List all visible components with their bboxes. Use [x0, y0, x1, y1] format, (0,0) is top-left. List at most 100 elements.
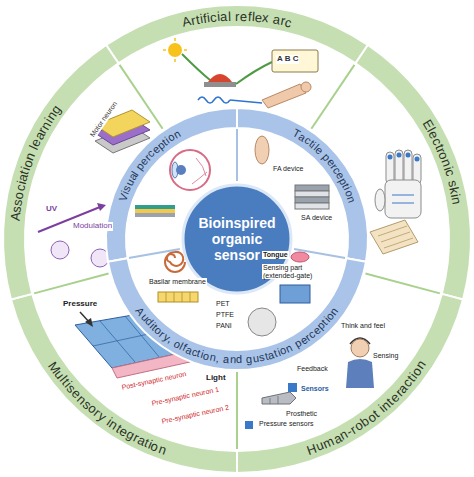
eye-illustration-part [135, 213, 175, 217]
reflex-arc-illustration-part [182, 54, 210, 80]
annotation-label: Modulation [72, 222, 113, 231]
glyph: e [254, 10, 262, 24]
annotation-label: PET [215, 300, 231, 308]
eye-illustration-part [192, 158, 207, 184]
glyph: e [240, 9, 248, 22]
annotation-label: Pre-synaptic neuron 1 [150, 385, 221, 407]
ring-sector: Association learning [1, 43, 121, 302]
annotation-label: A B C [276, 55, 299, 64]
sector-dividers [34, 65, 440, 449]
eye-illustration-part [176, 165, 186, 175]
divider-line [365, 273, 439, 293]
sector-band [11, 294, 237, 473]
sector-shape [235, 291, 466, 475]
annotation-label: Light [205, 374, 227, 383]
glove-illustration-part [370, 220, 418, 254]
glyph: d [236, 354, 242, 365]
reflex-arc-illustration-part [174, 59, 176, 62]
annotation-label: FA device [272, 165, 304, 173]
glove-illustration-part [378, 226, 413, 248]
annotation-label: SA device [300, 214, 333, 222]
glove-illustration-part [395, 150, 403, 184]
glyph: a [223, 354, 230, 366]
annotation-label: PTFE [215, 311, 235, 319]
glyph: A [8, 212, 22, 222]
reflex-arc-illustration-part [204, 82, 236, 87]
glove-illustration [370, 150, 421, 254]
glove-illustration-part [392, 195, 414, 203]
annotation-label: Tongue [262, 251, 289, 259]
multisensory-illustration [75, 312, 190, 378]
glove-illustration-part [385, 180, 421, 218]
annotation-label: Sensing [372, 352, 399, 360]
glove-illustration-part [397, 153, 402, 158]
glove-illustration-part [404, 150, 412, 184]
annotation-label: Sensors [300, 385, 330, 393]
divider-line [236, 129, 238, 181]
reflex-arc-illustration-part [198, 97, 230, 103]
ring-sector: Electronic skin [353, 43, 473, 302]
divider-line [236, 372, 238, 449]
auditory-illustration-part [165, 252, 185, 272]
annotation-label: Pressure sensors [258, 420, 314, 428]
human-robot-illustration-part [262, 392, 296, 404]
reflex-arc-illustration-part [236, 62, 272, 84]
human-robot-illustration-part [288, 383, 297, 392]
ring-sector: Human-robot interaction [235, 291, 466, 475]
human-robot-illustration-part [346, 359, 374, 388]
glyph: n [229, 354, 236, 365]
sector-band [237, 294, 463, 473]
eye-illustration-part [135, 205, 175, 209]
sector-band [106, 5, 368, 63]
glove-illustration-part [406, 153, 411, 158]
annotation-label: Basilar membrane [148, 278, 207, 286]
tactile-illustration-part [295, 197, 329, 203]
divider-line [120, 65, 163, 129]
auditory-illustration-part [248, 308, 276, 336]
tactile-illustration-part [295, 203, 329, 209]
reflex-arc-illustration-part [301, 82, 311, 92]
glyph: a [220, 10, 228, 23]
auditory-illustration-part [291, 252, 309, 262]
reflex-arc-illustration-part [272, 50, 318, 72]
auditory-illustration-part [158, 292, 198, 302]
glyph: f [247, 10, 251, 23]
annotation-label: Think and feel [340, 322, 386, 330]
reflex-arc-illustration-part [168, 43, 182, 57]
tactile-illustration-part [295, 185, 329, 191]
human-robot-illustration-part [351, 339, 369, 357]
auditory-illustration-part [280, 285, 310, 303]
glove-illustration-part [386, 152, 394, 184]
sector-band [3, 45, 118, 300]
glyph: l [228, 10, 231, 23]
eye-illustration-part [135, 209, 175, 213]
sector-band [356, 45, 471, 300]
association-illustration-part [51, 241, 69, 259]
annotation-label: Pre-synaptic neuron 2 [160, 403, 231, 425]
human-robot-illustration-part [270, 396, 278, 404]
glyph [231, 9, 235, 22]
divider-line [34, 273, 108, 293]
annotation-label: UV [45, 205, 58, 214]
annotation-label: PANI [215, 322, 233, 330]
multisensory-illustration-part [85, 318, 93, 327]
glove-illustration-part [388, 155, 393, 160]
tactile-illustration-part [255, 136, 269, 164]
association-illustration-part [97, 203, 106, 211]
reflex-arc-illustration-part [163, 49, 166, 51]
glyph: r [235, 9, 239, 22]
reflex-arc-illustration-part [262, 84, 306, 108]
reflex-arc-illustration-part [174, 38, 176, 41]
reflex-arc-illustration-part [208, 74, 232, 82]
reflex-arc-illustration [163, 38, 318, 108]
glove-illustration-part [415, 157, 420, 162]
annotation-label: Feedback [296, 365, 329, 373]
annotation-label: Sensing part (extended-gate) [262, 264, 322, 279]
reflex-arc-illustration-part [184, 49, 187, 51]
reflex-arc-illustration-part [163, 38, 187, 62]
human-robot-illustration-part [245, 421, 253, 429]
annotation-label: Pressure [62, 300, 98, 309]
tactile-illustration-part [295, 191, 329, 197]
divider-line [311, 65, 354, 129]
